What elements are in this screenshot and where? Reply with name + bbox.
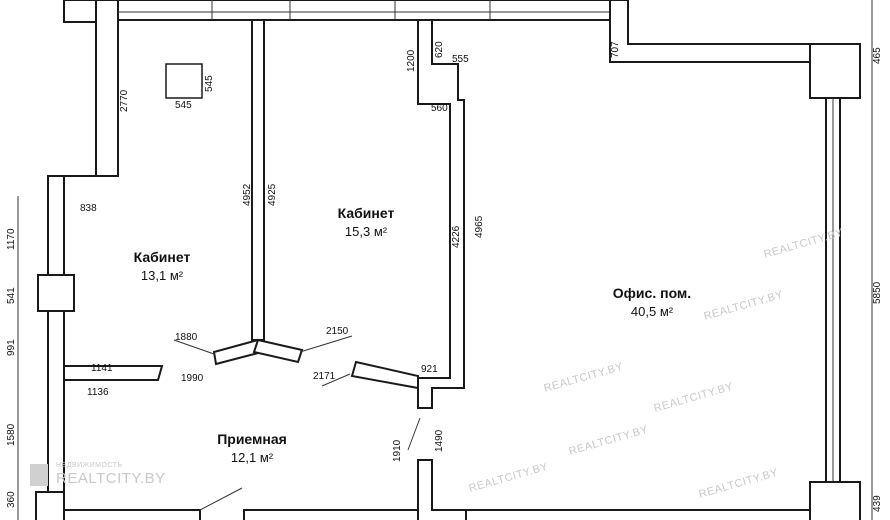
wall-segment: [47, 310, 65, 520]
dim-2150: 2150: [326, 326, 349, 337]
wall-segment: [465, 509, 811, 520]
dim-2770: 2770: [119, 89, 130, 112]
room-area-cabinet-mid: 15,3 м²: [345, 224, 388, 239]
room-name-reception: Приемная: [217, 431, 287, 447]
dim-4952: 4952: [242, 183, 253, 206]
room-name-cabinet-mid: Кабинет: [338, 205, 395, 221]
room-area-office: 40,5 м²: [631, 304, 674, 319]
wall-segment: [243, 509, 421, 520]
partition: [251, 19, 265, 341]
watermark-repeat: REALTCITY.BY: [468, 461, 550, 495]
partition: [350, 360, 419, 390]
dim-921: 921: [421, 364, 438, 375]
watermark-logo-icon: [30, 464, 48, 486]
wall-segment: [117, 0, 611, 21]
dim-545-vertical: 545: [204, 75, 215, 92]
dim-560: 560: [431, 103, 448, 114]
dim-1141: 1141: [91, 363, 113, 374]
walls: [35, 0, 861, 520]
dim-4226: 4226: [451, 225, 462, 248]
dim-541: 541: [6, 287, 17, 304]
dim-1880: 1880: [175, 332, 198, 343]
wall-segment: [63, 509, 201, 520]
partition: [417, 19, 465, 409]
dim-4925: 4925: [267, 183, 278, 206]
dim-555: 555: [452, 54, 469, 65]
dim-465: 465: [872, 47, 883, 64]
wall-segment: [417, 459, 467, 520]
dimension-labels: 545 545 2770 838 1170 541 991 1580 360 4…: [6, 41, 883, 512]
watermark-repeat: REALTCITY.BY: [543, 361, 625, 395]
dim-1910: 1910: [392, 439, 403, 462]
watermark-repeat: REALTCITY.BY: [568, 424, 650, 458]
dim-545-horizontal: 545: [175, 100, 192, 111]
watermark-repeat: REALTCITY.BY: [653, 381, 735, 415]
dim-4965: 4965: [474, 215, 485, 238]
dim-1490: 1490: [434, 429, 445, 452]
dim-991: 991: [6, 339, 17, 356]
dim-1580: 1580: [6, 423, 17, 446]
wall-segment: [47, 175, 65, 276]
dim-1136: 1136: [87, 387, 109, 398]
ventilation-shaft: [165, 63, 203, 99]
room-name-office: Офис. пом.: [613, 285, 691, 301]
partition: [63, 365, 164, 381]
dim-620: 620: [434, 41, 445, 58]
wall-segment: [47, 0, 119, 197]
watermark-repeat: REALTCITY.BY: [698, 467, 780, 501]
dimension-lines: [17, 0, 873, 520]
column: [809, 481, 861, 520]
dim-5850: 5850: [872, 281, 883, 304]
room-name-cabinet-left: Кабинет: [134, 249, 191, 265]
room-area-cabinet-left: 13,1 м²: [141, 268, 184, 283]
watermark-main: REALTCITY.BY: [56, 470, 166, 487]
angled-wall: [252, 338, 304, 364]
dim-707: 707: [610, 41, 621, 58]
dim-360: 360: [6, 491, 17, 508]
dim-2171: 2171: [313, 371, 336, 382]
dim-439: 439: [872, 495, 883, 512]
column: [35, 491, 65, 520]
room-area-reception: 12,1 м²: [231, 450, 274, 465]
watermark-caption: НЕДВИЖИМОСТЬ: [56, 462, 123, 469]
watermark-repeat: REALTCITY.BY: [703, 289, 785, 323]
dim-1990: 1990: [181, 373, 204, 384]
column: [37, 274, 75, 312]
dim-838: 838: [80, 203, 97, 214]
dim-1170: 1170: [6, 228, 17, 250]
column: [809, 43, 861, 99]
dim-1200: 1200: [406, 49, 417, 72]
room-labels: Кабинет 13,1 м² Кабинет 15,3 м² Офис. по…: [134, 205, 692, 465]
